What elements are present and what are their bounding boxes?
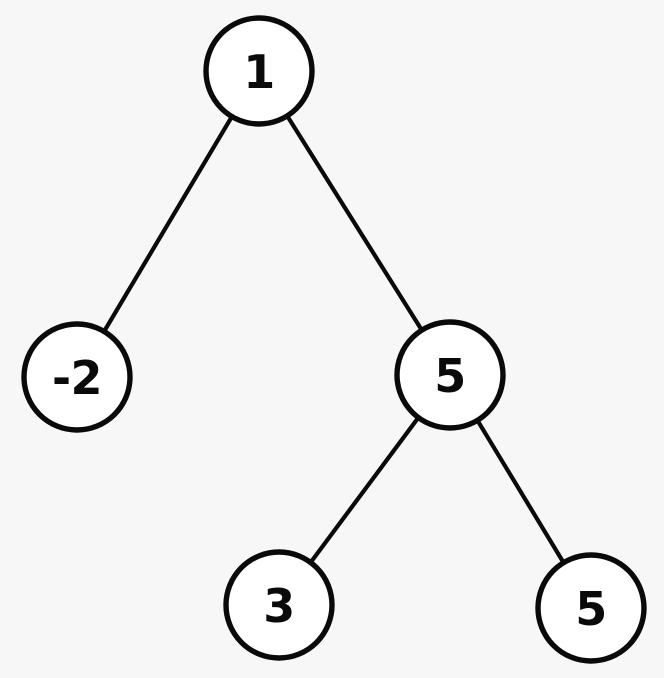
tree-node-label: -2 <box>52 351 102 405</box>
tree-edge <box>256 68 453 378</box>
tree-node[interactable]: 5 <box>394 319 506 431</box>
tree-node-label: 5 <box>434 349 466 403</box>
tree-edges-group <box>74 68 594 611</box>
tree-node-circle[interactable] <box>21 321 133 433</box>
tree-node[interactable]: 5 <box>535 552 647 664</box>
tree-nodes-group: 1 -2 5 3 5 <box>21 15 647 664</box>
tree-edge <box>74 68 262 380</box>
tree-node-label: 3 <box>263 579 295 633</box>
tree-node-label: 1 <box>243 45 275 99</box>
tree-node[interactable]: -2 <box>21 321 133 433</box>
tree-node-circle[interactable] <box>203 15 315 127</box>
tree-node-label: 5 <box>575 582 607 636</box>
tree-node-circle[interactable] <box>535 552 647 664</box>
tree-node-circle[interactable] <box>223 549 335 661</box>
tree-node-circle[interactable] <box>394 319 506 431</box>
tree-node[interactable]: 1 <box>203 15 315 127</box>
tree-node[interactable]: 3 <box>223 549 335 661</box>
